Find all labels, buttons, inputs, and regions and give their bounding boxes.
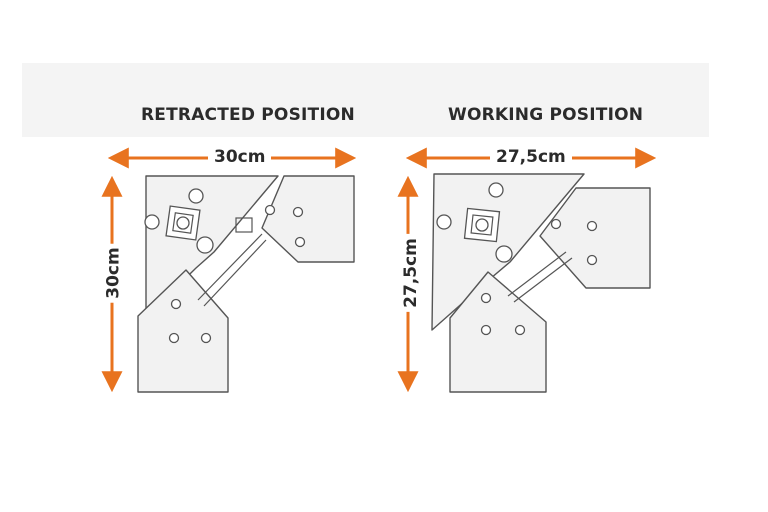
- header-band: [22, 63, 709, 137]
- working-position-heading: WORKING POSITION: [448, 105, 644, 125]
- retracted-height-label: 30cm: [103, 243, 124, 303]
- retracted-position-heading: RETRACTED POSITION: [141, 105, 355, 125]
- working-width-label: 27,5cm: [490, 147, 572, 167]
- retracted-bracket: [137, 175, 355, 393]
- working-height-label: 27,5cm: [400, 234, 421, 312]
- working-bracket: [431, 173, 651, 393]
- retracted-width-label: 30cm: [208, 147, 272, 167]
